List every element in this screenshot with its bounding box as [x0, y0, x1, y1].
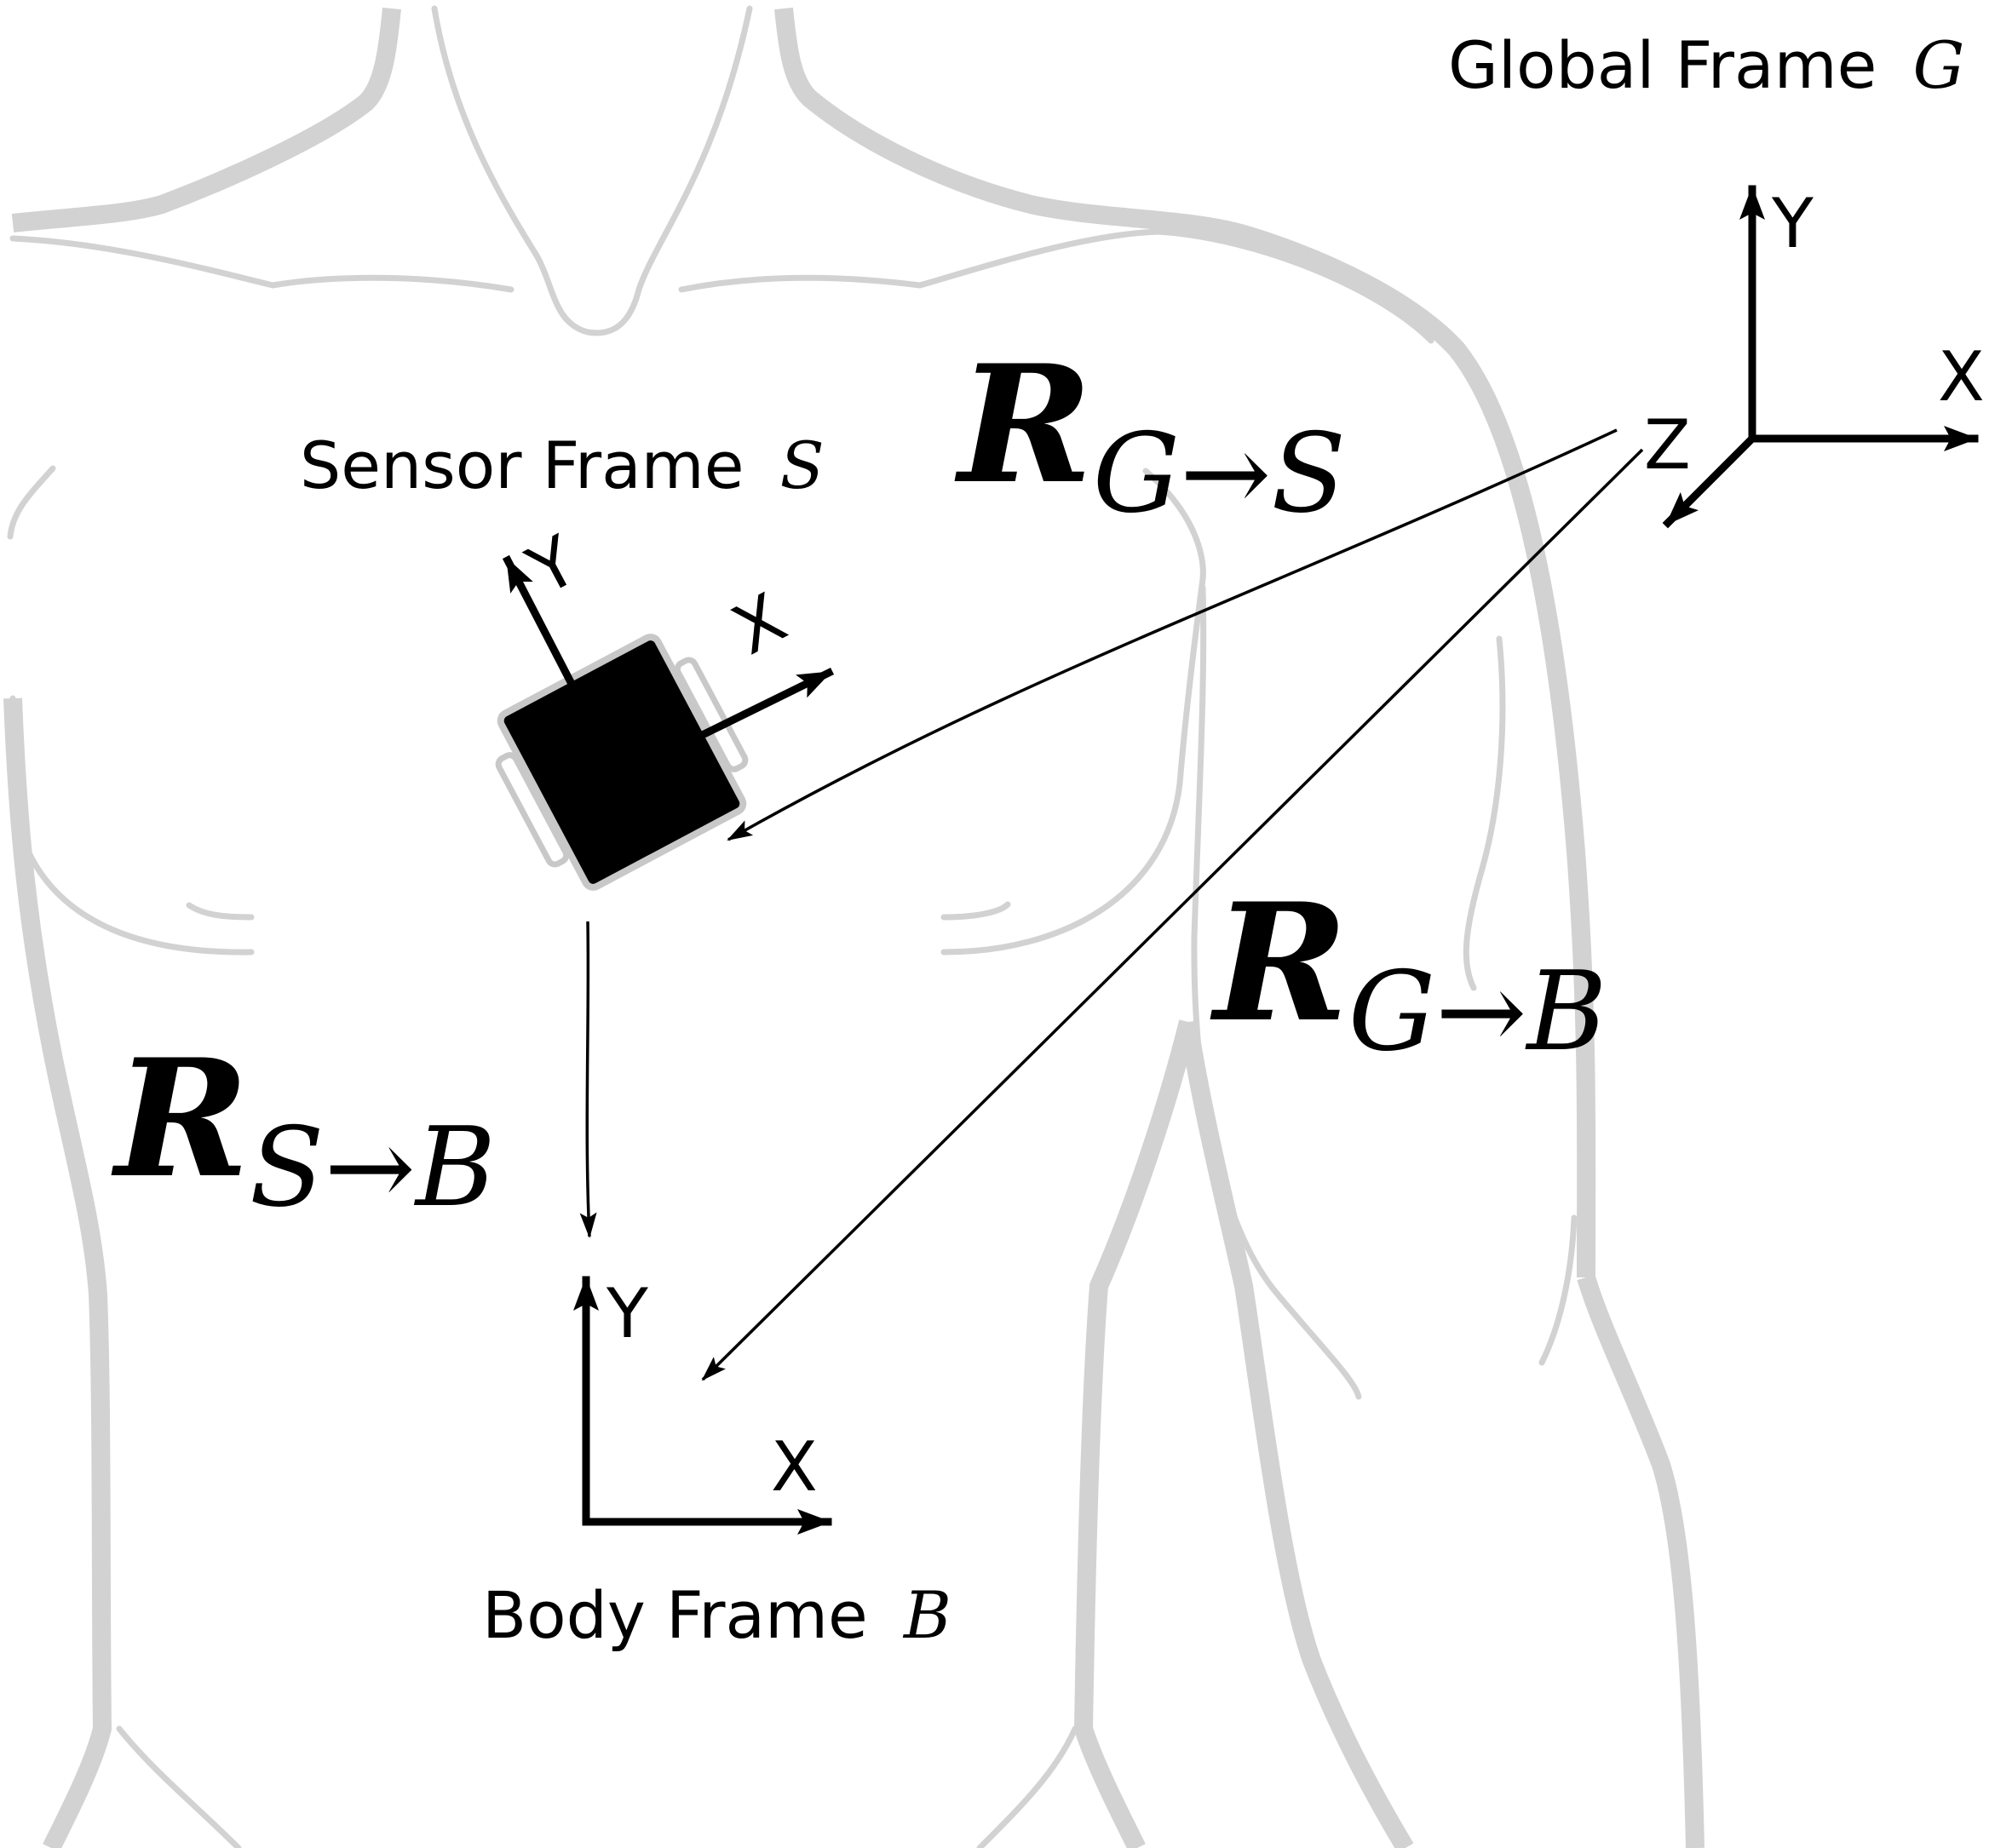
- hip-left: [116, 1725, 242, 1848]
- sensor-frame-label: Sensor Frame S: [300, 428, 825, 503]
- nipple-left: [186, 902, 255, 921]
- global-frame: Global Frame G Y X Z: [1448, 27, 1985, 529]
- label-r-g-to-s-sub: G→S: [1093, 410, 1346, 537]
- pectoral-right: [940, 468, 1206, 956]
- global-frame-symbol: G: [1913, 27, 1965, 103]
- label-r-g-to-b-sub: G→B: [1348, 949, 1607, 1076]
- arrow-g-to-b: [701, 448, 1644, 1381]
- global-y-label: Y: [1771, 184, 1814, 263]
- body-frame-label-text: Body Frame: [482, 1577, 868, 1653]
- body-frame: Y X Body Frame B: [482, 1274, 951, 1653]
- body-frame-symbol: B: [902, 1577, 951, 1653]
- clavicle-left: [9, 235, 514, 293]
- rotation-arrows: [579, 428, 1644, 1381]
- sensor-device: [495, 634, 749, 891]
- sensor-x-axis: [667, 667, 835, 755]
- arrow-s-to-b: [579, 921, 597, 1238]
- label-r-g-to-b: RG→B: [1210, 868, 1607, 1076]
- global-x-label: X: [1938, 337, 1985, 416]
- arm-right-inner: [1074, 1019, 1198, 1848]
- global-frame-label: Global Frame G: [1448, 27, 1964, 103]
- neck-right-outline: [774, 7, 1596, 1278]
- hip-right: [976, 1725, 1078, 1848]
- label-r-s-to-b-base: R: [111, 1024, 250, 1214]
- sternocleido-left: [431, 5, 753, 336]
- body-y-label: Y: [606, 1274, 649, 1353]
- sensor-frame-symbol: S: [780, 428, 825, 503]
- label-r-s-to-b: RS→B: [111, 1024, 496, 1231]
- label-r-s-to-b-sub: S→B: [250, 1105, 496, 1231]
- global-z-axis: [1662, 433, 1758, 529]
- arm-right-outer: [1577, 1274, 1704, 1848]
- label-r-g-to-b-base: R: [1210, 868, 1348, 1058]
- nipple-right: [940, 901, 1011, 921]
- sensor-strap-right: [674, 657, 749, 772]
- pectoral-left: [7, 465, 255, 956]
- neck-left-outline: [11, 7, 401, 232]
- arm-crease-right: [1191, 584, 1362, 1400]
- sensor-y-axis: [502, 554, 589, 713]
- sensor-strap-left: [495, 752, 570, 868]
- rotation-labels: RG→S RG→B RS→B: [111, 330, 1607, 1231]
- body-frame-label: Body Frame B: [482, 1577, 951, 1653]
- sensor-x-label: X: [720, 578, 798, 670]
- label-r-g-to-s: RG→S: [954, 330, 1346, 537]
- sensor-frame: Sensor Frame S Y X: [300, 428, 835, 891]
- arrow-g-to-s: [727, 428, 1618, 841]
- label-r-g-to-s-base: R: [954, 330, 1093, 519]
- torso-silhouette: [3, 5, 1704, 1848]
- deltoid-line: [1463, 635, 1578, 1366]
- arm-right-seam: [1179, 1020, 1414, 1848]
- clavicle-right: [678, 228, 1434, 344]
- body-x-label: X: [771, 1427, 818, 1507]
- torso-left-side: [3, 697, 112, 1848]
- global-z-label: Z: [1644, 405, 1691, 485]
- sensor-body: [497, 634, 747, 891]
- sensor-frame-label-text: Sensor Frame: [300, 428, 744, 503]
- global-frame-label-text: Global Frame: [1448, 27, 1877, 103]
